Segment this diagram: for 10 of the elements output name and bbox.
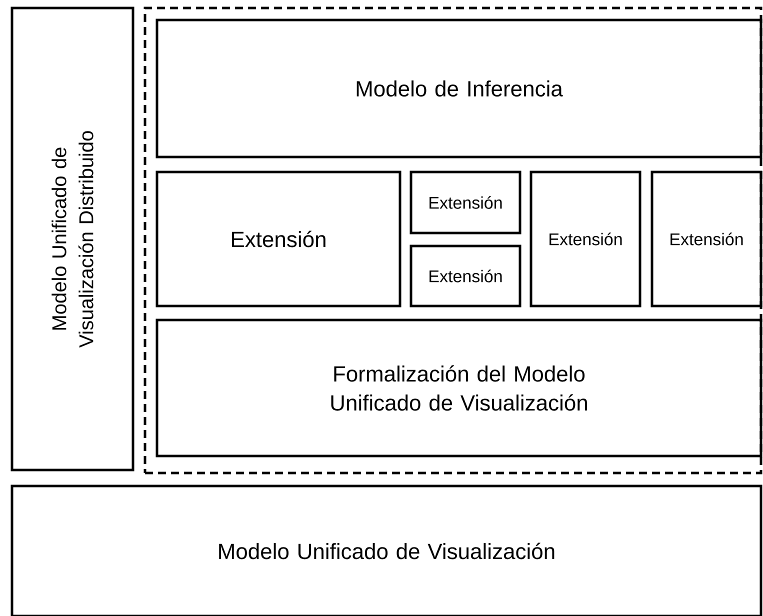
text-box: Modelo Unificado de Visualización [10,484,762,616]
text-box: Extensión [410,244,522,308]
text-box: Extensión [650,170,762,308]
dashed-group-frame [144,6,762,474]
text-box: Extensión [410,170,522,234]
text-box: Modelo de Inferencia [156,18,762,158]
text-box: Extensión [530,170,642,308]
text-box: Extensión [156,170,402,308]
text-box: Modelo Unificado de Visualización Distribuido [10,6,134,472]
text-box: Formalización del Modelo Unificado de Visualización [156,318,762,458]
